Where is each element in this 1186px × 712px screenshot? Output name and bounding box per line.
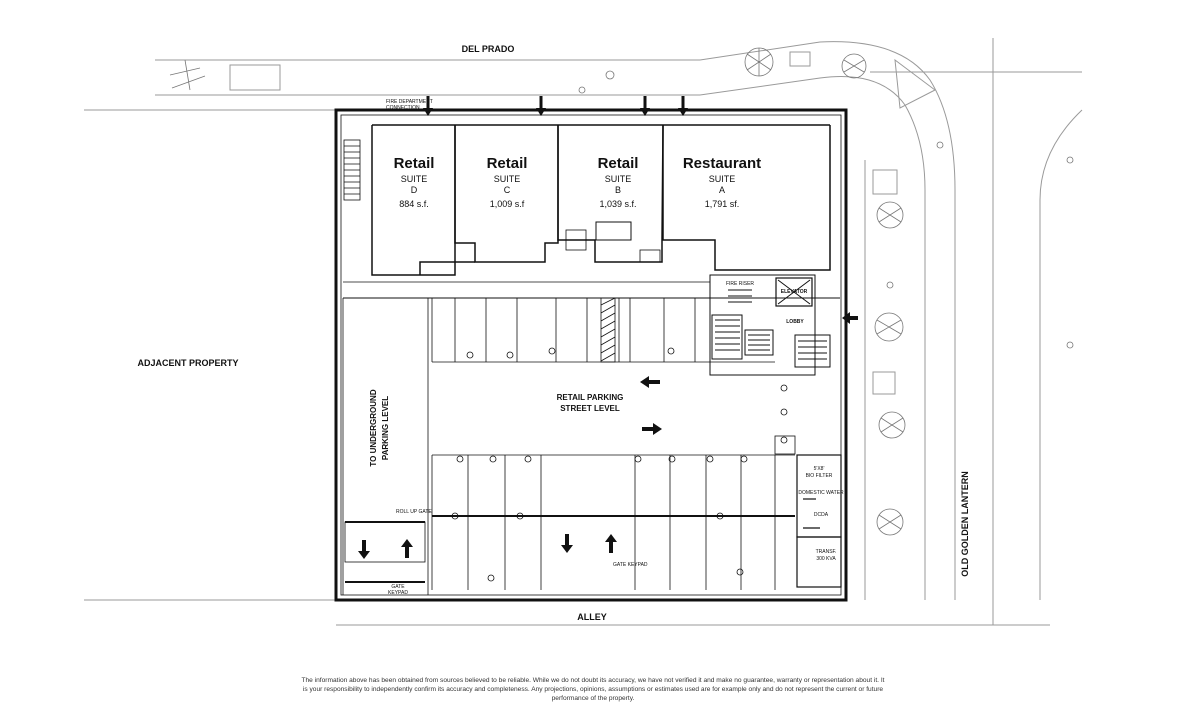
south-parking-stalls (342, 298, 796, 595)
suite-b-letter: B (615, 185, 621, 195)
suite-a-suite-label: SUITE (709, 174, 736, 184)
fire-department-label: FIRE DEPARTMENT (386, 99, 433, 105)
suite-a-area: 1,791 sf. (705, 199, 740, 209)
roll-up-gate-label: ROLL UP GATE (396, 509, 432, 515)
suite-d-letter: D (411, 185, 418, 195)
gate-lines (345, 521, 425, 583)
suite-d-suite-label: SUITE (401, 174, 428, 184)
street-level-label: STREET LEVEL (560, 404, 620, 413)
suite-c-suite-label: SUITE (494, 174, 521, 184)
suite-a-letter: A (719, 185, 725, 195)
north-parking-stalls (431, 297, 775, 363)
drive-aisle-arrows (640, 376, 662, 435)
street-label-old-golden-lantern: OLD GOLDEN LANTERN (960, 471, 970, 577)
site-context-lines (84, 38, 1083, 626)
dcda-label: DCDA (814, 512, 829, 518)
disclaimer-line-2: is your responsibility to independently … (302, 686, 884, 693)
suite-b-area: 1,039 s.f. (599, 199, 636, 209)
to-underground-label: TO UNDERGROUND (369, 389, 378, 466)
adjacent-property-label: ADJACENT PROPERTY (137, 358, 238, 368)
suite-c-letter: C (504, 185, 511, 195)
landscape-trees (169, 47, 1074, 536)
disclaimer: The information above has been obtained … (250, 676, 936, 703)
lobby-entry-arrow (842, 312, 858, 324)
transformer-kva-label: 300 KVA (816, 556, 836, 562)
retail-suites (343, 124, 840, 299)
gate-label: GATE (391, 584, 405, 590)
street-label-alley: ALLEY (577, 612, 607, 622)
suite-a-use: Restaurant (683, 155, 761, 172)
utility-rooms (796, 454, 842, 588)
fire-department-connection-label: CONNECTION (386, 105, 420, 111)
disclaimer-line-3: performance of the property. (551, 695, 635, 702)
keypad-label: KEYPAD (388, 590, 408, 596)
retail-parking-label: RETAIL PARKING (557, 393, 624, 402)
building-outline (334, 108, 848, 602)
gate-keypad-label: GATE KEYPAD (613, 562, 648, 568)
street-label-del-prado: DEL PRADO (462, 44, 515, 54)
fire-riser-label: FIRE RISER (726, 281, 754, 287)
transformer-label: TRANSF. (816, 549, 837, 555)
parking-level-label: PARKING LEVEL (381, 396, 390, 460)
entry-arrows (423, 96, 688, 116)
bio-filter-size-label: 5'X8' (814, 466, 825, 472)
suite-c-area: 1,009 s.f (490, 199, 525, 209)
gate-arrows (358, 534, 617, 559)
elevator-label: ELEVATOR (781, 289, 808, 295)
lobby-label: LOBBY (786, 319, 804, 325)
northwest-stair (343, 139, 361, 201)
suite-d-area: 884 s.f. (399, 199, 429, 209)
suite-b-suite-label: SUITE (605, 174, 632, 184)
disclaimer-line-1: The information above has been obtained … (301, 677, 885, 684)
suite-c-use: Retail (487, 155, 528, 172)
elevator-lobby-core (709, 274, 831, 376)
bio-filter-label: BIO FILTER (806, 473, 833, 479)
suite-b-use: Retail (598, 155, 639, 172)
suite-d-use: Retail (394, 155, 435, 172)
domestic-water-label: DOMESTIC WATER (798, 490, 844, 496)
structural-columns (451, 347, 788, 582)
